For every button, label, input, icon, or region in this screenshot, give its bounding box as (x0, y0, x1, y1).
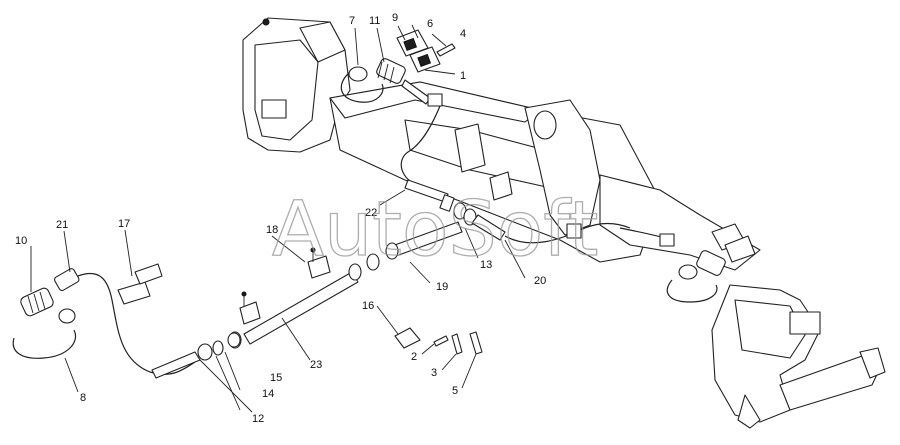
callout-2: 2 (411, 351, 417, 363)
callout-19: 19 (436, 281, 448, 293)
central-fittings (385, 171, 631, 260)
top-coupler-assembly (340, 29, 456, 187)
callout-8: 8 (80, 392, 86, 404)
callout-10: 10 (15, 235, 27, 247)
callout-20: 20 (534, 275, 546, 287)
callout-13: 13 (480, 259, 492, 271)
callout-6: 6 (427, 18, 433, 30)
callout-15: 15 (270, 372, 282, 384)
callout-4: 4 (460, 28, 466, 40)
callout-12: 12 (252, 413, 264, 425)
callout-21: 21 (56, 219, 68, 231)
callout-3: 3 (431, 367, 437, 379)
callout-22: 22 (365, 207, 377, 219)
leader-lines (30, 24, 526, 413)
callout-14: 14 (262, 388, 274, 400)
callout-9: 9 (392, 12, 398, 24)
quick-coupler-top (376, 58, 406, 84)
small-parts (117, 247, 483, 355)
callout-23: 23 (310, 359, 322, 371)
callout-16: 16 (362, 300, 374, 312)
watermark: AutoSoft (272, 184, 598, 273)
callout-1: 1 (460, 70, 466, 82)
left-coupler-assembly (12, 268, 241, 379)
callout-7: 7 (349, 15, 355, 27)
callout-18: 18 (266, 224, 278, 236)
callout-11: 11 (369, 15, 380, 27)
right-coupler-assembly (619, 223, 756, 303)
callout-17: 17 (118, 218, 130, 230)
callout-5: 5 (452, 385, 458, 397)
callout-numbers: 1 2 3 4 5 6 7 8 9 10 11 12 13 14 15 16 1… (15, 12, 546, 425)
